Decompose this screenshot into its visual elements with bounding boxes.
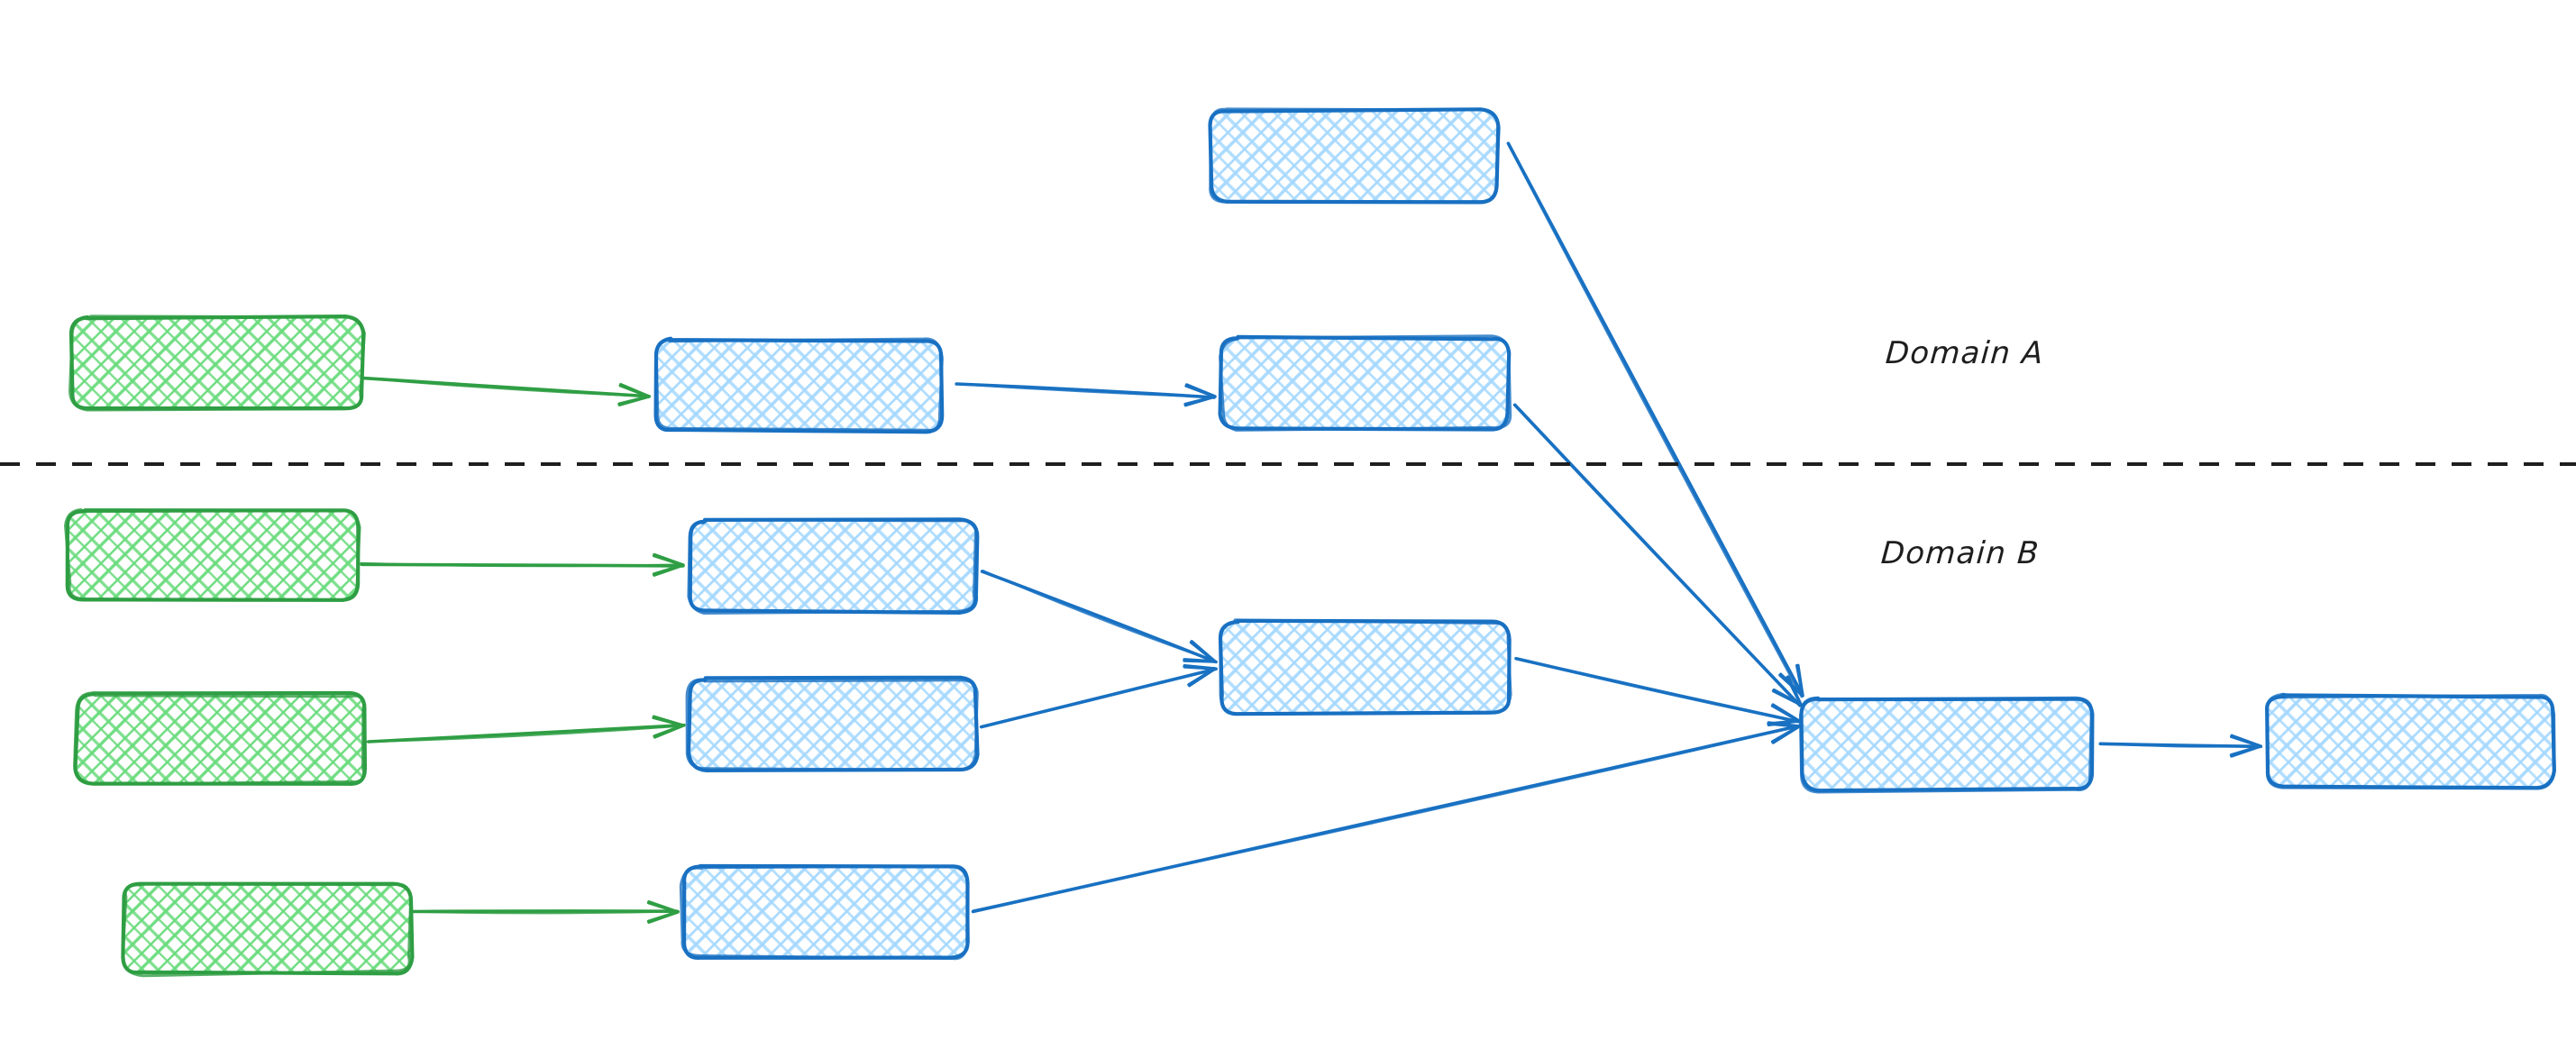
node-merge-b[interactable] xyxy=(1218,618,1512,716)
node-final[interactable] xyxy=(2265,692,2556,790)
node-fill-src-b1 xyxy=(68,510,358,600)
node-fill-final xyxy=(2267,696,2553,787)
node-fill-proc-a0 xyxy=(1210,110,1497,201)
node-outline-src-b1 xyxy=(64,508,361,602)
node-fill-src-b2 xyxy=(77,694,365,784)
edge-e9 xyxy=(979,664,1218,729)
edge-e6 xyxy=(365,715,686,743)
node-outline-proc-b3 xyxy=(679,864,970,961)
edge-e10 xyxy=(1514,656,1801,726)
node-src-b1[interactable] xyxy=(64,508,361,602)
node-fill-src-a1 xyxy=(72,317,362,409)
edge-e8 xyxy=(980,570,1218,664)
node-sink[interactable] xyxy=(1798,696,2095,794)
node-fill-sink xyxy=(1803,698,2091,789)
node-fill-src-b3 xyxy=(124,883,411,973)
node-proc-b3[interactable] xyxy=(679,863,970,961)
node-fill-proc-b2 xyxy=(690,679,976,770)
node-outline-proc-b2 xyxy=(685,678,979,771)
edge-e11 xyxy=(971,721,1802,914)
node-outline-src-a1 xyxy=(69,315,366,412)
node-outline-proc-b1 xyxy=(687,518,978,615)
edge-e7 xyxy=(411,900,680,924)
node-outline-proc-a1 xyxy=(654,337,944,432)
node-proc-b2[interactable] xyxy=(685,675,980,772)
node-proc-a0[interactable] xyxy=(1208,107,1501,205)
node-outline-merge-b xyxy=(1219,618,1512,716)
node-outline-sink xyxy=(1798,696,2094,794)
node-src-b2[interactable] xyxy=(73,690,367,786)
edge-e3 xyxy=(1506,141,1804,698)
node-outline-final xyxy=(2265,692,2556,790)
edge-e12 xyxy=(2098,734,2263,758)
edge-e5 xyxy=(360,552,685,577)
domain-b-label: Domain B xyxy=(1879,535,2042,571)
node-fill-merge-b xyxy=(1221,622,1510,713)
nodes-layer xyxy=(64,107,2556,978)
node-proc-b1[interactable] xyxy=(687,517,980,615)
node-outline-proc-a0 xyxy=(1209,107,1501,204)
node-proc-a2[interactable] xyxy=(1218,334,1512,432)
node-fill-proc-b1 xyxy=(690,521,976,612)
edge-e2 xyxy=(955,382,1217,407)
edge-e4 xyxy=(1512,403,1803,707)
edges-layer xyxy=(360,141,2263,924)
node-fill-proc-a1 xyxy=(655,340,942,431)
domain-a-label: Domain A xyxy=(1884,335,2046,371)
edge-e1 xyxy=(361,376,651,406)
node-outline-proc-a2 xyxy=(1219,334,1512,432)
node-src-b3[interactable] xyxy=(121,881,415,978)
node-src-a1[interactable] xyxy=(69,315,366,412)
node-fill-proc-b3 xyxy=(683,867,968,958)
node-fill-proc-a2 xyxy=(1221,338,1508,429)
node-outline-src-b3 xyxy=(121,882,413,978)
node-proc-a1[interactable] xyxy=(653,336,945,434)
node-outline-src-b2 xyxy=(73,691,366,786)
